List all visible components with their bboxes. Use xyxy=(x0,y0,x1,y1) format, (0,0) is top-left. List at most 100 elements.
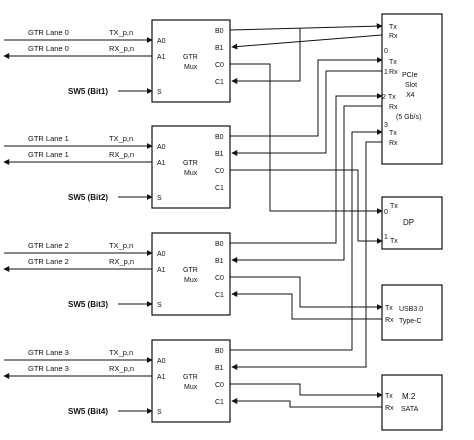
port-c1: C1 xyxy=(215,399,224,406)
usb-box xyxy=(381,284,443,341)
port-s: S xyxy=(157,409,162,416)
mux-title-1: GTR xyxy=(183,160,198,167)
m2-rx: Rx xyxy=(385,405,394,412)
pcie-slot-block: Tx Rx 0 Tx 1 Rx PCIe Slot X4 2 Tx Rx (5 … xyxy=(381,13,443,165)
pcie-lane2-tx: Tx xyxy=(388,94,396,101)
route-mux0-b0-pcie-tx0 xyxy=(229,23,383,31)
m2-title-2: SATA xyxy=(401,406,419,413)
tx-signal-label: TX_p,n xyxy=(109,134,133,143)
route-pcie-rx2-mux2-b1 xyxy=(231,105,382,263)
port-c0: C0 xyxy=(215,382,224,389)
port-s: S xyxy=(157,89,162,96)
mux-title-1: GTR xyxy=(183,267,198,274)
usb-title-2: Type-C xyxy=(399,318,422,325)
route-mux3-b0-pcie-tx3 xyxy=(230,129,383,351)
tx-signal-label: TX_p,n xyxy=(109,241,133,250)
port-c1: C1 xyxy=(215,185,224,192)
pcie-box xyxy=(381,13,443,165)
mux-title-1: GTR xyxy=(183,54,198,61)
dp-idx-0: 0 xyxy=(384,209,388,216)
port-c1: C1 xyxy=(215,292,224,299)
lane-tx-label: GTR Lane 1 xyxy=(28,134,69,143)
dp-title: DP xyxy=(403,218,414,227)
usb-rx: Rx xyxy=(385,317,394,324)
pcie-lane3-tx: Tx xyxy=(389,130,397,137)
port-s: S xyxy=(157,302,162,309)
mux-box xyxy=(151,19,231,103)
mux-title-1: GTR xyxy=(183,374,198,381)
port-b0: B0 xyxy=(215,241,224,248)
mux-title-2: Mux xyxy=(184,277,198,284)
routing-wires xyxy=(229,23,383,408)
lane-tx-label: GTR Lane 3 xyxy=(28,348,69,357)
gtr-mux-block-2: GTR Lane 2 GTR Lane 2 TX_p,n RX_p,n SW5 … xyxy=(3,232,231,316)
mux-box xyxy=(151,339,231,423)
route-mux1-c0-dp1 xyxy=(230,169,383,244)
route-mux2-c0-usb-tx xyxy=(230,276,383,310)
port-b1: B1 xyxy=(215,365,224,372)
route-pcie-rx1-mux1-b1 xyxy=(231,70,382,156)
usb-tx: Tx xyxy=(385,305,393,312)
pcie-lane-num-0: 0 xyxy=(384,48,388,55)
pcie-lane-num-1: 1 xyxy=(384,69,388,76)
switch-label: SW5 (Bit4) xyxy=(68,407,108,416)
lane-rx-label: GTR Lane 1 xyxy=(28,150,69,159)
port-a1: A1 xyxy=(157,267,166,274)
lane-rx-label: GTR Lane 0 xyxy=(28,44,69,53)
pcie-lane3-rx: Rx xyxy=(389,140,398,147)
port-b1: B1 xyxy=(215,151,224,158)
port-c1: C1 xyxy=(215,79,224,86)
pcie-lane0-rx: Rx xyxy=(389,33,398,40)
port-b0: B0 xyxy=(215,348,224,355)
mux-box xyxy=(151,232,231,316)
port-b1: B1 xyxy=(215,258,224,265)
pcie-lane-num-3: 3 xyxy=(384,122,388,129)
m2-box xyxy=(381,374,443,431)
dp-block: 0 Tx DP 1 Tx xyxy=(381,196,443,250)
gtr-mux-block-0: GTR Lane 0 GTR Lane 0 TX_p,n RX_p,n SW5 … xyxy=(3,19,231,103)
lane-rx-label: GTR Lane 2 xyxy=(28,257,69,266)
port-a1: A1 xyxy=(157,54,166,61)
route-pcie-rx3-mux3-b1 xyxy=(231,141,382,370)
m2-title-1: M.2 xyxy=(402,392,416,401)
tx-signal-label: TX_p,n xyxy=(109,348,133,357)
port-a1: A1 xyxy=(157,160,166,167)
rx-signal-label: RX_p,n xyxy=(109,44,134,53)
dp-tx-0: Tx xyxy=(390,203,398,210)
pcie-title-2: Slot xyxy=(405,82,417,89)
gtr-mux-block-1: GTR Lane 1 GTR Lane 1 TX_p,n RX_p,n SW5 … xyxy=(3,125,231,209)
mux-title-2: Mux xyxy=(184,384,198,391)
pcie-lane0-tx: Tx xyxy=(389,24,397,31)
pcie-title-3: X4 xyxy=(406,92,415,99)
route-mux3-c0-m2-tx xyxy=(230,383,383,398)
m2-tx: Tx xyxy=(385,393,393,400)
rx-signal-label: RX_p,n xyxy=(109,364,134,373)
port-a0: A0 xyxy=(157,251,166,258)
port-c0: C0 xyxy=(215,168,224,175)
mux-title-2: Mux xyxy=(184,170,198,177)
port-c0: C0 xyxy=(215,62,224,69)
port-a0: A0 xyxy=(157,144,166,151)
port-s: S xyxy=(157,195,162,202)
gtr-mux-block-3: GTR Lane 3 GTR Lane 3 TX_p,n RX_p,n SW5 … xyxy=(3,339,231,423)
pcie-title-1: PCIe xyxy=(402,72,418,79)
tx-signal-label: TX_p,n xyxy=(109,28,133,37)
rx-signal-label: RX_p,n xyxy=(109,150,134,159)
usb-title-1: USB3.0 xyxy=(399,306,423,313)
port-b0: B0 xyxy=(215,28,224,35)
pcie-lane-num-2: 2 xyxy=(382,94,386,101)
rx-signal-label: RX_p,n xyxy=(109,257,134,266)
dp-box xyxy=(381,196,443,250)
port-b0: B0 xyxy=(215,134,224,141)
switch-label: SW5 (Bit2) xyxy=(68,193,108,202)
lane-tx-label: GTR Lane 0 xyxy=(28,28,69,37)
dp-tx-1: Tx xyxy=(390,238,398,245)
route-usb-rx-mux2-c1 xyxy=(231,291,382,320)
route-mux2-b0-pcie-tx2 xyxy=(230,93,383,244)
route-mux0-c0-dp0 xyxy=(230,63,383,214)
port-a0: A0 xyxy=(157,38,166,45)
route-mux0-c1 xyxy=(231,28,301,84)
port-b1: B1 xyxy=(215,45,224,52)
switch-label: SW5 (Bit1) xyxy=(68,87,108,96)
